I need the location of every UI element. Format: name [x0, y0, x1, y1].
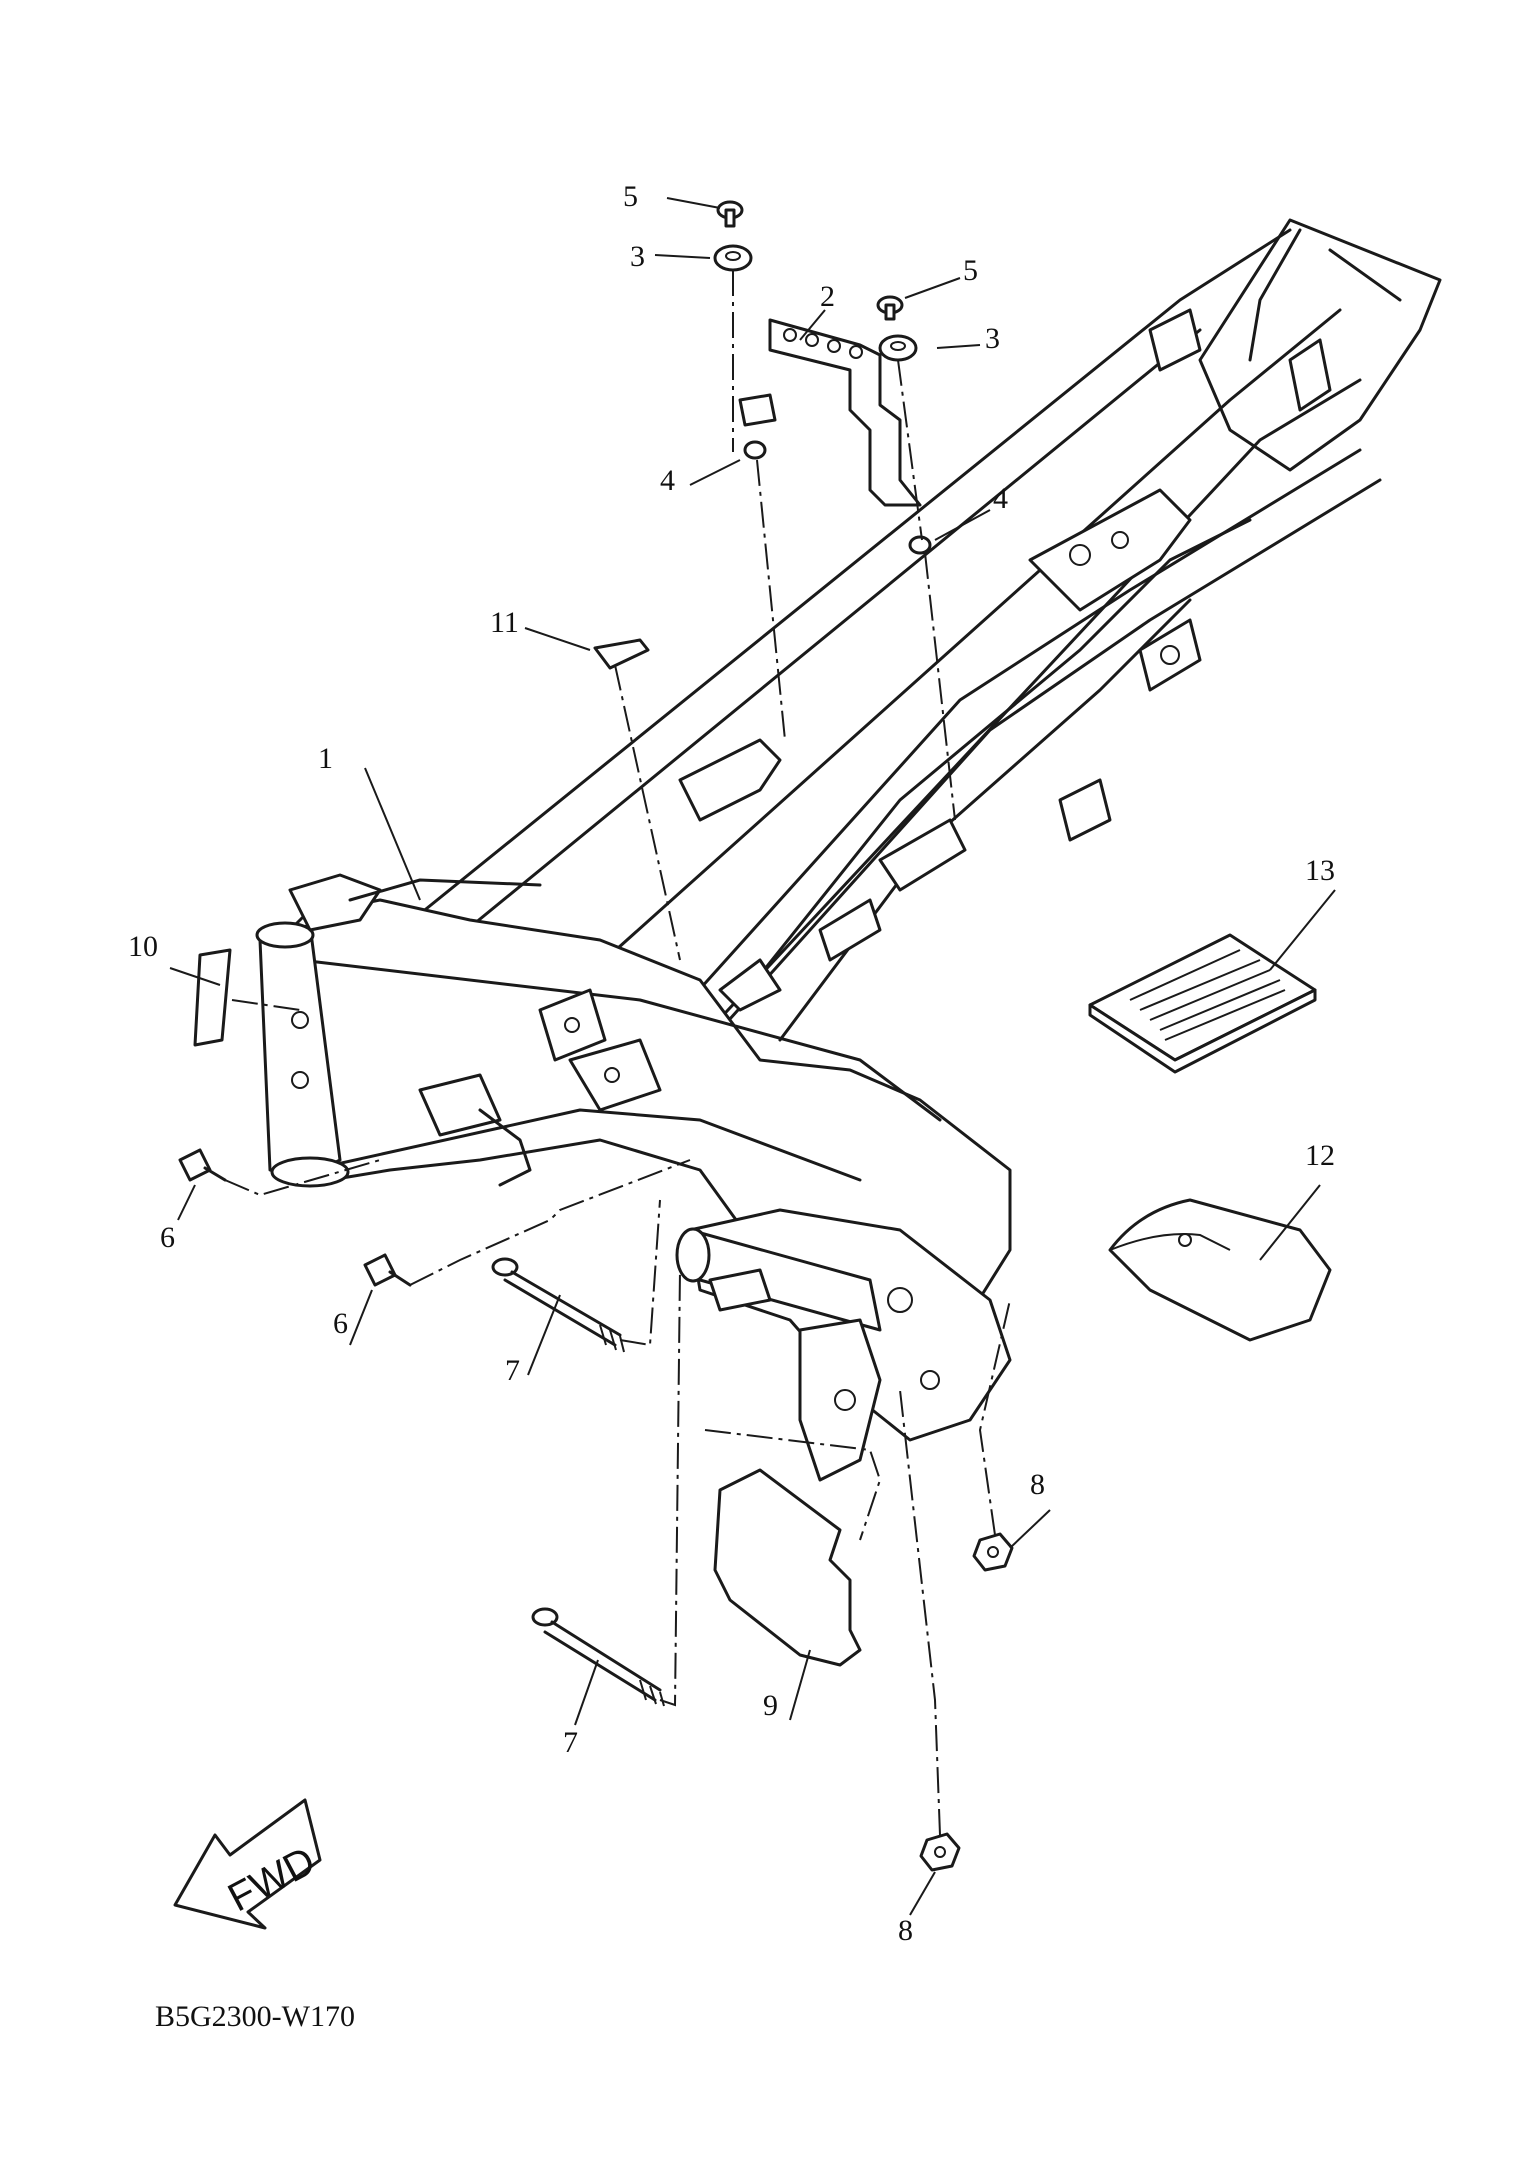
leader-lines [169, 197, 1336, 1916]
callout-4a: 4 [660, 464, 675, 497]
bolt-6a[interactable] [178, 1148, 227, 1182]
forward-arrow-icon: FWD [173, 1798, 322, 1930]
manual-13[interactable] [1088, 933, 1317, 1074]
pivot-bolt-7a[interactable] [491, 1257, 625, 1353]
callout-13: 13 [1305, 854, 1335, 887]
nut-8b[interactable] [919, 1832, 961, 1872]
seat-bracket[interactable] [738, 318, 922, 507]
bolt-5b[interactable] [876, 295, 904, 321]
damper-3a[interactable] [713, 244, 753, 272]
drawing-code: B5G2300-W170 [155, 2000, 355, 2033]
guard-plate-9[interactable] [713, 1468, 862, 1667]
bolt-5a[interactable] [716, 200, 744, 228]
damper-3b[interactable] [878, 334, 918, 362]
callout-9: 9 [763, 1689, 778, 1722]
callout-5b: 5 [963, 254, 978, 287]
collar-4b[interactable] [908, 535, 932, 555]
nut-8a[interactable] [972, 1532, 1014, 1572]
callout-3a: 3 [630, 240, 645, 273]
callout-10: 10 [128, 930, 158, 963]
assembly-centerlines [224, 270, 1011, 1836]
callout-7b: 7 [563, 1726, 578, 1759]
callout-4b: 4 [993, 482, 1008, 515]
pivot-bolt-7b[interactable] [531, 1607, 665, 1707]
collar-4a[interactable] [743, 440, 767, 460]
callout-7a: 7 [505, 1354, 520, 1387]
callout-11: 11 [490, 606, 519, 639]
bolt-6b[interactable] [363, 1253, 412, 1287]
callout-1: 1 [318, 742, 333, 775]
cover-12[interactable] [1108, 1198, 1332, 1342]
main-frame[interactable] [255, 218, 1442, 1482]
callout-12: 12 [1305, 1139, 1335, 1172]
callout-3b: 3 [985, 322, 1000, 355]
callout-8b: 8 [898, 1914, 913, 1947]
callout-5a: 5 [623, 180, 638, 213]
callout-6a: 6 [160, 1221, 175, 1254]
label-11[interactable] [593, 638, 650, 670]
callout-8a: 8 [1030, 1468, 1045, 1501]
label-10[interactable] [193, 948, 232, 1047]
callout-6b: 6 [333, 1307, 348, 1340]
callout-2: 2 [820, 280, 835, 313]
